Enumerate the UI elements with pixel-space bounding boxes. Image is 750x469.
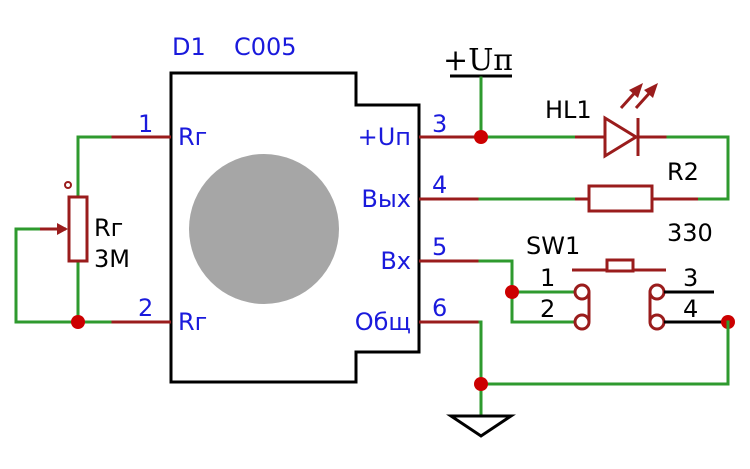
ic-die-blob — [189, 154, 339, 304]
led-name: HL1 — [545, 96, 592, 124]
pin-1-name: Rг — [178, 123, 207, 151]
pin-1-number: 1 — [138, 110, 153, 138]
pin-6-number: 6 — [432, 294, 447, 322]
potentiometer-name: Rг — [94, 214, 123, 242]
switch-contact-2: 2 — [540, 295, 555, 323]
wire-wiper-loop — [14, 227, 80, 324]
ic-body — [169, 71, 421, 384]
ground-symbol-icon — [446, 414, 516, 438]
switch-contacts — [573, 283, 666, 331]
supply-label: +Uп — [443, 43, 513, 78]
pin-4-name: Вых — [361, 185, 411, 213]
pin-3-number: 3 — [432, 110, 447, 138]
potentiometer-body — [67, 195, 89, 263]
wire-pin6-to-ground — [478, 320, 483, 418]
junction-pin2 — [71, 315, 85, 329]
resistor-r2-body — [587, 184, 654, 213]
pin-2-name: Rг — [178, 308, 207, 336]
junction-ground — [474, 377, 488, 391]
pin-2-number: 2 — [138, 294, 153, 322]
led-light-arrows-icon — [619, 83, 658, 110]
resistor-r2-name: R2 — [667, 158, 699, 186]
wire-ground-return — [479, 320, 730, 386]
pot-top-marker — [64, 181, 72, 189]
switch-contact-4: 4 — [683, 295, 698, 323]
pin-5-name: Вх — [380, 247, 411, 275]
switch-name: SW1 — [526, 232, 580, 260]
switch-contact-1: 1 — [540, 264, 555, 292]
resistor-r2-value: 330 — [667, 219, 713, 247]
potentiometer-value: 3М — [94, 245, 130, 273]
switch-button-cap — [605, 258, 635, 273]
pin-3-name: +Uп — [358, 123, 411, 151]
led-triangle — [603, 115, 639, 159]
ic-part-number: C005 — [234, 33, 297, 61]
switch-contact-3: 3 — [683, 264, 698, 292]
junction-switch-left — [505, 285, 519, 299]
pin-4-number: 4 — [432, 171, 447, 199]
wire-pin1-to-pot — [76, 135, 112, 198]
pin-6-name: Общ — [355, 308, 411, 336]
junction-pin3 — [474, 130, 488, 144]
wire-led-to-r2 — [666, 135, 730, 201]
ic-designator: D1 — [172, 33, 206, 61]
pin-5-number: 5 — [432, 233, 447, 261]
potentiometer-wiper-arrow — [57, 223, 68, 235]
